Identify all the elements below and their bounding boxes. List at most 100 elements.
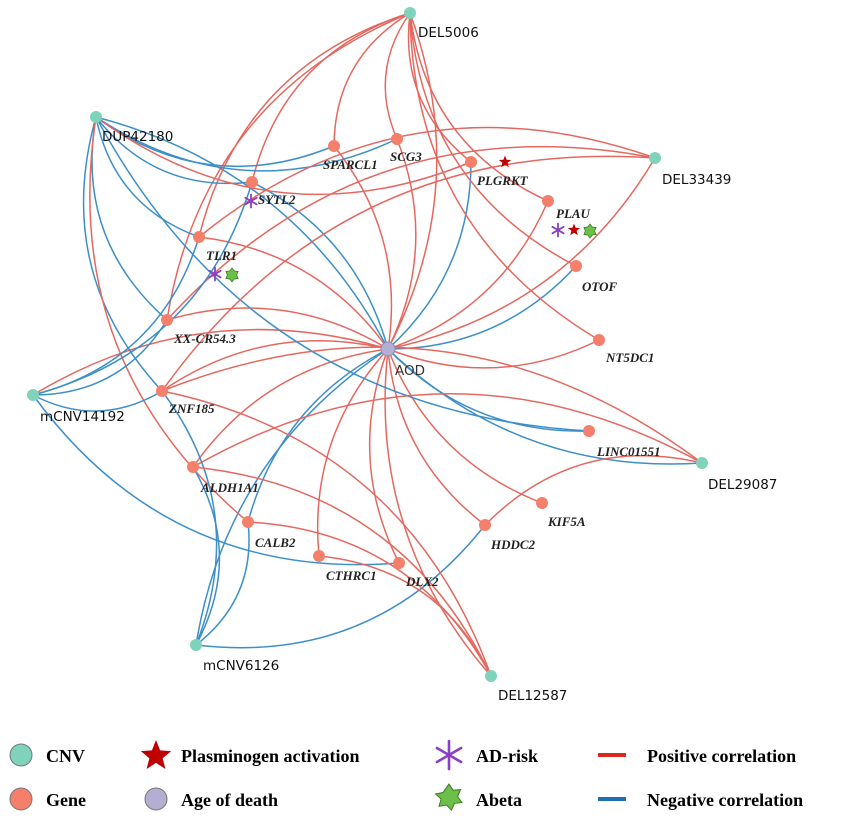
node-dot-DUP42180: [90, 111, 102, 123]
edge-AOD-CTHRC1: [316, 348, 389, 557]
edge-DEL29087-HDDC2: [484, 454, 703, 526]
node-dot-DEL5006: [404, 7, 416, 19]
node-label-CTHRC1: CTHRC1: [326, 568, 377, 583]
ad-risk-asterisk-icon-PLAU: [551, 222, 565, 238]
legend-gene-swatch: [9, 787, 33, 811]
node-DLX2: DLX2: [393, 557, 439, 589]
abeta-star-icon-PLAU: [583, 223, 597, 239]
legend-plasminogen-star-icon: [140, 740, 172, 769]
node-label-AOD: AOD: [395, 363, 425, 379]
node-dot-LINC01551: [583, 425, 595, 437]
legend: CNV Gene Plasminogen activation Age of d…: [9, 739, 803, 812]
node-label-DLX2: DLX2: [405, 574, 439, 589]
node-XX-CR54.3: XX-CR54.3: [161, 314, 236, 346]
edge-AOD-SCG3: [387, 138, 417, 350]
edge-DEL5006-TLR1: [198, 12, 411, 238]
node-label-TLR1: TLR1: [206, 248, 237, 263]
edge-DUP42180-LINC01551: [95, 116, 590, 432]
edge-mCNV14192-XX-CR54.3: [32, 319, 168, 396]
node-NT5DC1: NT5DC1: [593, 334, 654, 365]
plasminogen-star-icon-PLAU: [567, 223, 581, 236]
edge-AOD-CALB2: [247, 348, 389, 523]
node-ZNF185: ZNF185: [156, 385, 215, 416]
node-CALB2: CALB2: [242, 516, 296, 550]
edge-DEL5006-PLGRKT: [407, 12, 472, 163]
legend-aod-swatch: [144, 787, 168, 811]
edge-DEL12587-ZNF185: [161, 390, 492, 677]
node-dot-SYTL2: [246, 176, 258, 188]
edge-AOD-SYTL2: [251, 181, 389, 350]
node-dot-mCNV14192: [27, 389, 39, 401]
edge-AOD-DEL33439: [387, 157, 656, 350]
abeta-star-icon-TLR1: [225, 267, 239, 283]
edge-mCNV6126-HDDC2: [195, 524, 486, 649]
node-dot-SCG3: [391, 133, 403, 145]
node-label-KIF5A: KIF5A: [547, 514, 586, 529]
node-dot-OTOF: [570, 260, 582, 272]
edge-mCNV6126-ZNF185: [161, 390, 218, 646]
node-PLAU: PLAU: [542, 195, 591, 221]
edge-DEL5006-OTOF: [409, 12, 577, 267]
node-label-XX-CR54.3: XX-CR54.3: [173, 331, 236, 346]
legend-ad-risk-asterisk-icon: [435, 739, 463, 771]
edge-DUP42180-PLGRKT: [95, 116, 472, 196]
edge-AOD-SPARCL1: [333, 145, 393, 350]
legend-plasminogen-label: Plasminogen activation: [181, 746, 360, 766]
edge-AOD-OTOF: [387, 265, 577, 350]
edges-layer: [32, 12, 703, 677]
edge-DUP42180-TLR1: [95, 116, 200, 238]
legend-abeta-label: Abeta: [476, 790, 522, 810]
edge-AOD-NT5DC1: [387, 339, 600, 369]
node-dot-ALDH1A1: [187, 461, 199, 473]
node-dot-SPARCL1: [328, 140, 340, 152]
node-DEL33439: DEL33439: [649, 152, 731, 188]
node-label-LINC01551: LINC01551: [596, 444, 661, 459]
node-dot-TLR1: [193, 231, 205, 243]
legend-abeta-star-icon: [434, 783, 463, 812]
edge-DEL5006-XX-CR54.3: [166, 12, 411, 321]
edge-AOD-KIF5A: [387, 348, 543, 504]
node-mCNV6126: mCNV6126: [190, 639, 279, 674]
node-dot-DLX2: [393, 557, 405, 569]
node-AOD: AOD: [380, 341, 425, 379]
node-label-PLGRKT: PLGRKT: [477, 173, 529, 188]
node-label-PLAU: PLAU: [556, 206, 591, 221]
edge-mCNV14192-TLR1: [32, 236, 200, 396]
markers-layer: [208, 155, 597, 283]
edge-DUP42180-SCG3: [95, 116, 398, 172]
edge-AOD-ALDH1A1: [192, 348, 389, 468]
node-label-SPARCL1: SPARCL1: [323, 157, 378, 172]
node-label-SYTL2: SYTL2: [258, 192, 296, 207]
node-mCNV14192: mCNV14192: [27, 389, 125, 425]
node-label-OTOF: OTOF: [582, 279, 617, 294]
edge-mCNV6126-ALDH1A1: [192, 466, 221, 646]
edge-AOD-mCNV14192: [32, 328, 389, 396]
edge-AOD-PLGRKT: [387, 161, 472, 350]
edge-AOD-ZNF185: [161, 340, 389, 392]
edge-AOD-DEL12587: [384, 348, 492, 677]
node-dot-DEL29087: [696, 457, 708, 469]
node-dot-DEL33439: [649, 152, 661, 164]
edge-DEL12587-CTHRC1: [318, 555, 492, 677]
node-label-SCG3: SCG3: [390, 149, 422, 164]
edge-AOD-HDDC2: [387, 348, 486, 526]
node-DUP42180: DUP42180: [90, 111, 173, 145]
node-KIF5A: KIF5A: [536, 497, 586, 529]
legend-negative-label: Negative correlation: [647, 790, 803, 810]
node-DEL5006: DEL5006: [404, 7, 479, 41]
node-dot-mCNV6126: [190, 639, 202, 651]
node-ALDH1A1: ALDH1A1: [187, 461, 259, 495]
node-DEL12587: DEL12587: [485, 670, 567, 704]
edge-AOD-DUP42180: [95, 116, 389, 350]
node-SCG3: SCG3: [390, 133, 422, 164]
node-dot-PLAU: [542, 195, 554, 207]
node-dot-PLGRKT: [465, 156, 477, 168]
legend-aod-label: Age of death: [181, 790, 278, 810]
node-dot-DEL12587: [485, 670, 497, 682]
node-CTHRC1: CTHRC1: [313, 550, 377, 583]
node-HDDC2: HDDC2: [479, 519, 536, 552]
edge-DUP42180-CALB2: [89, 116, 249, 523]
node-dot-XX-CR54.3: [161, 314, 173, 326]
edge-DUP42180-ZNF185: [82, 116, 163, 392]
node-label-NT5DC1: NT5DC1: [605, 350, 654, 365]
